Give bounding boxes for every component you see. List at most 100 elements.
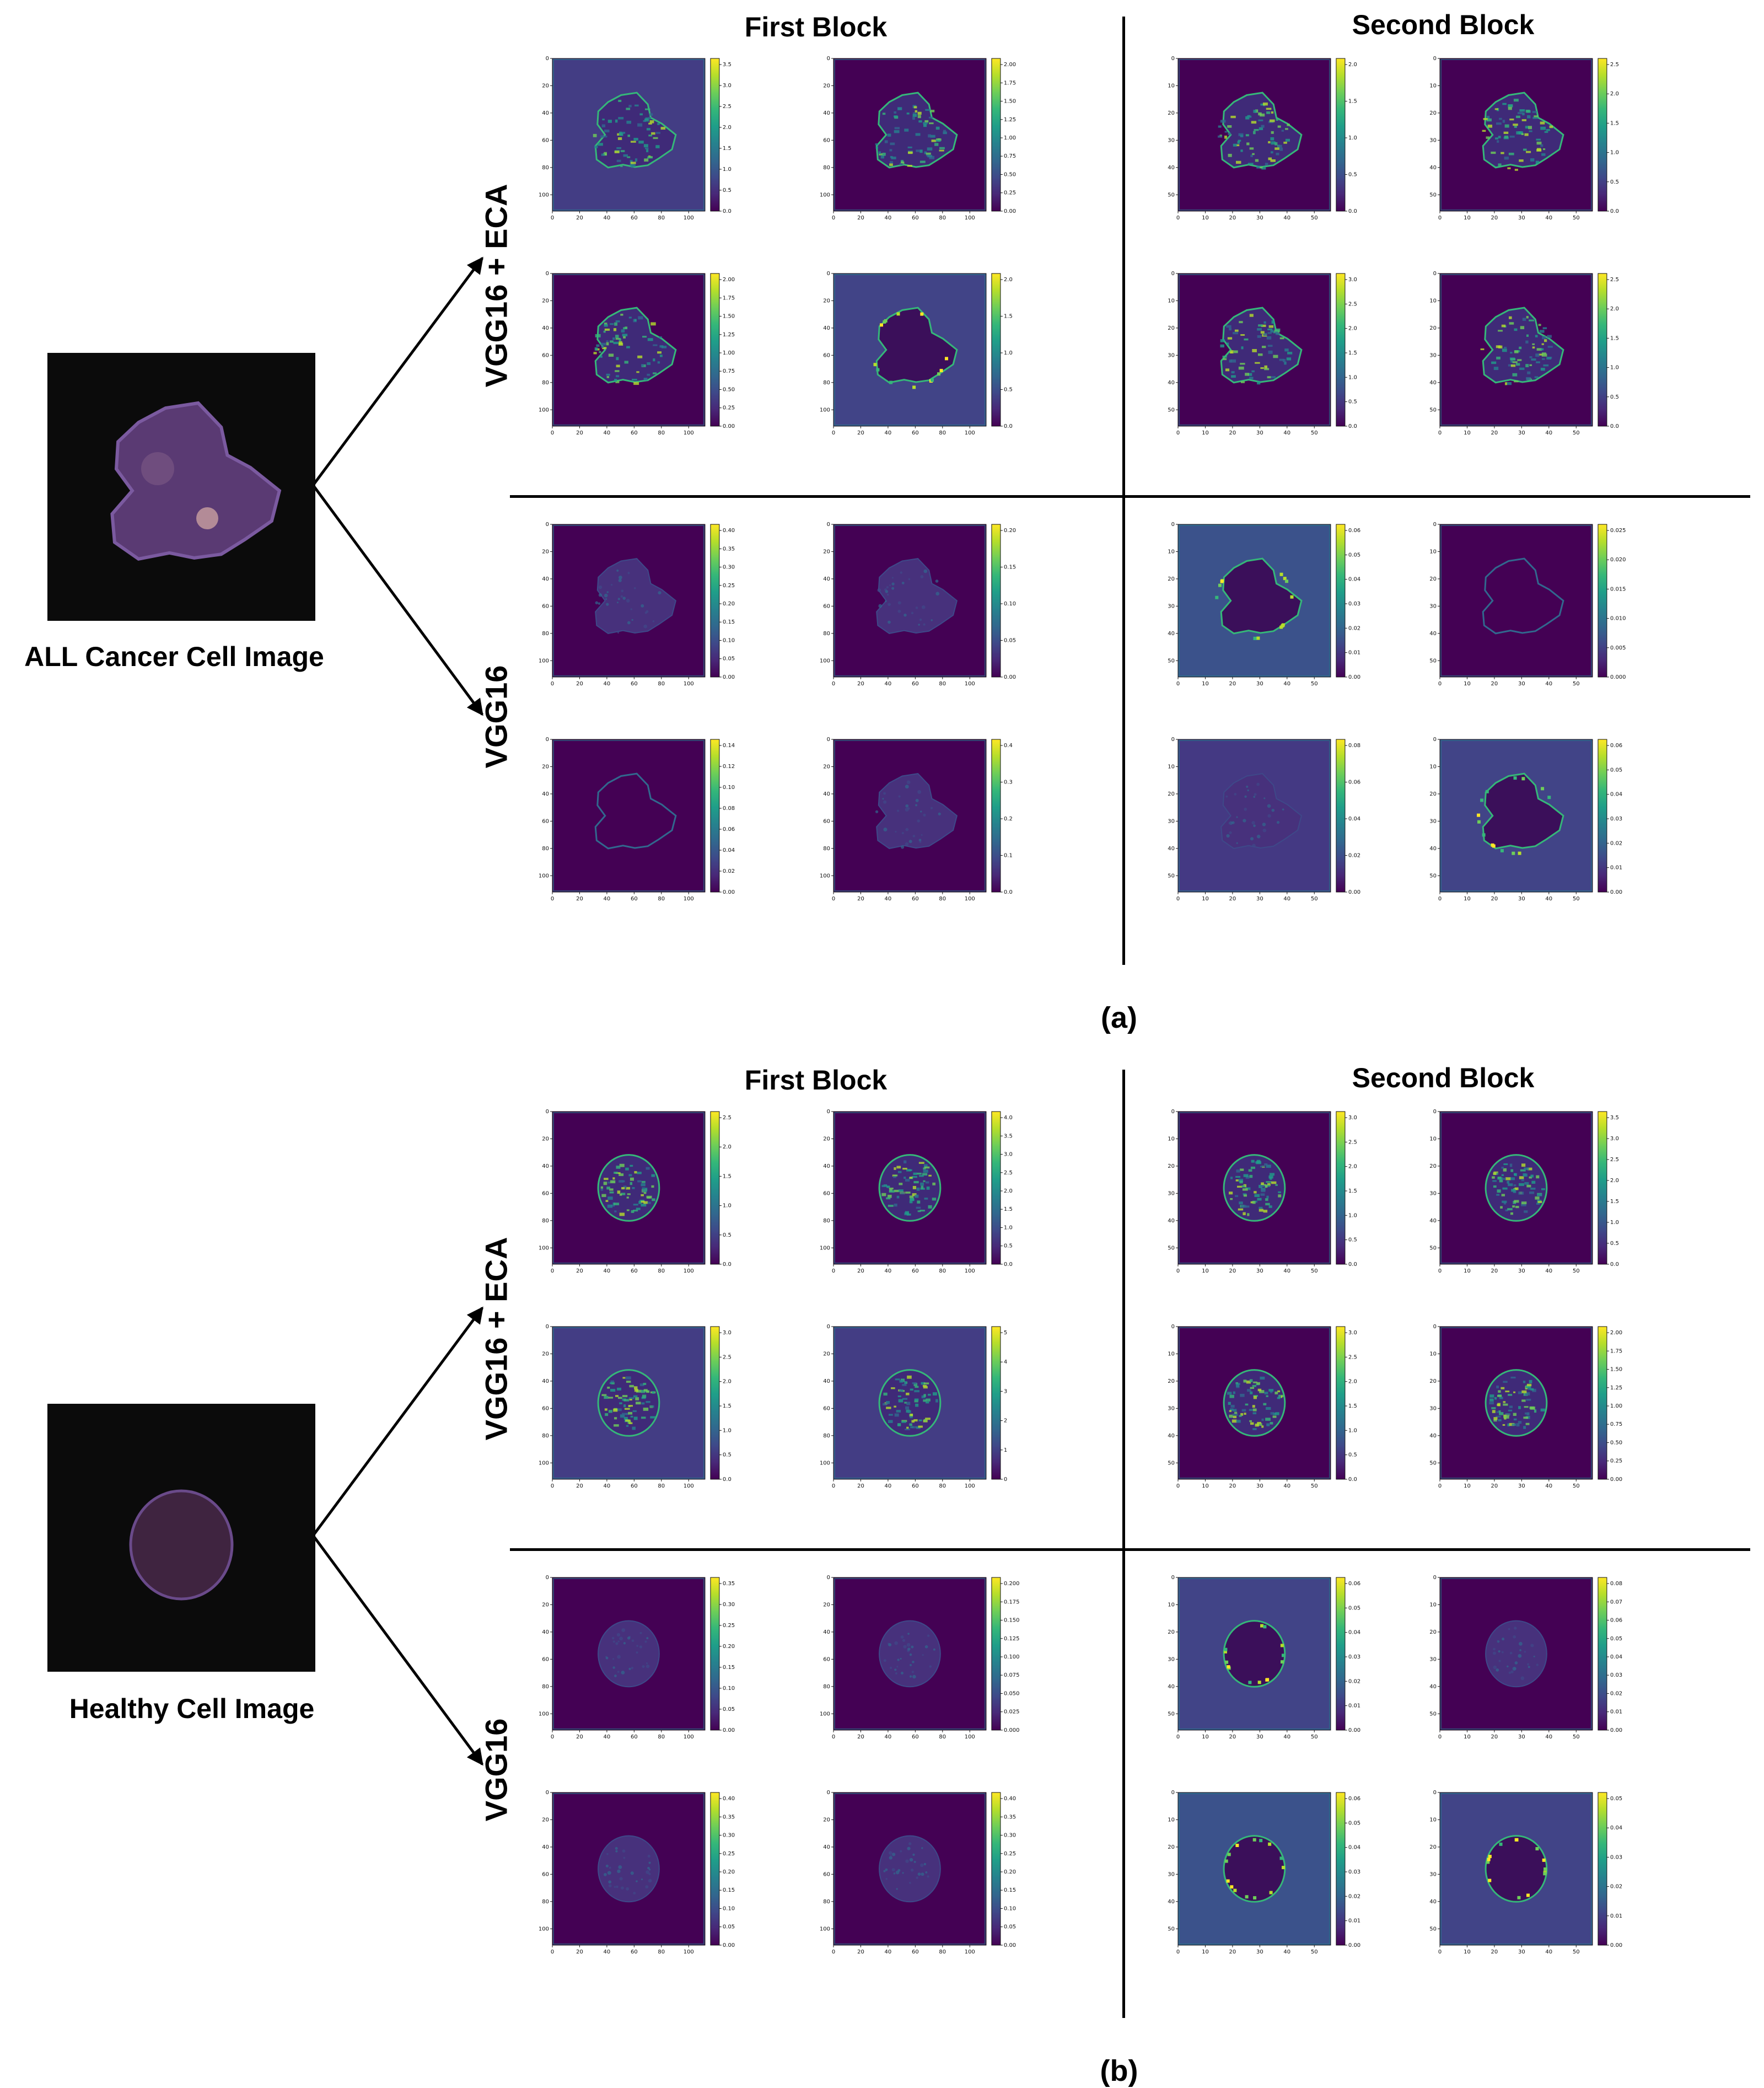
x-tick-label: 40: [1545, 681, 1552, 687]
colorbar-tick-label: 0.05: [723, 656, 735, 662]
x-tick-label: 40: [604, 215, 611, 221]
x-tick-label: 20: [1229, 430, 1236, 436]
y-tick-label: 0: [546, 1109, 549, 1115]
cell-activation: [1223, 1835, 1286, 1903]
colorbar-tick-label: 2.5: [1610, 1157, 1619, 1163]
y-tick-label: 80: [542, 846, 549, 852]
x-tick-label: 40: [885, 1734, 892, 1740]
colorbar-tick-label: 1.5: [723, 1173, 732, 1179]
colorbar-tick-label: 4: [1004, 1359, 1007, 1365]
colorbar-tick-label: 0.00: [1004, 1942, 1016, 1949]
x-tick-label: 60: [631, 1268, 638, 1274]
y-tick-label: 80: [542, 631, 549, 637]
colorbar-tick-label: 0.02: [1348, 1678, 1360, 1684]
y-tick-label: 0: [1171, 1109, 1175, 1115]
colorbar-tick-label: 2.0: [723, 1379, 732, 1385]
y-tick-label: 20: [1168, 110, 1175, 116]
colorbar: [1336, 739, 1346, 893]
colorbar-tick-label: 0.5: [1610, 394, 1619, 400]
x-tick-label: 40: [604, 1268, 611, 1274]
colorbar-tick-label: 2.0: [1610, 306, 1619, 312]
colorbar-tick-label: 0.30: [1004, 1833, 1016, 1839]
y-tick-label: 60: [823, 603, 830, 609]
y-tick-label: 10: [1168, 83, 1175, 89]
x-tick-label: 40: [1545, 1949, 1552, 1955]
y-tick-label: 20: [542, 1602, 549, 1608]
x-tick-label: 50: [1311, 1949, 1318, 1955]
colorbar-tick-label: 0.2: [1004, 816, 1013, 822]
colorbar-tick-label: 1.5: [1610, 1199, 1619, 1205]
colorbar-tick-label: 0.10: [723, 637, 735, 643]
colorbar-tick-label: 0.03: [1610, 1854, 1622, 1860]
y-tick-label: 40: [542, 110, 549, 116]
vertical-divider: [1122, 1070, 1125, 2018]
colorbar: [991, 273, 1001, 427]
colorbar-tick-label: 0.00: [723, 1727, 735, 1733]
y-tick-label: 20: [542, 83, 549, 89]
x-tick-label: 60: [631, 1734, 638, 1740]
x-tick-label: 40: [885, 896, 892, 902]
column-header-first-block: First Block: [744, 12, 888, 42]
colorbar-tick-label: 1.5: [1610, 335, 1619, 341]
colorbar-tick-label: 0.08: [1348, 743, 1360, 749]
colorbar-tick-label: 0.025: [1610, 528, 1626, 534]
y-tick-label: 100: [539, 1460, 549, 1466]
cell-activation: [1220, 307, 1303, 385]
y-tick-label: 30: [1168, 1871, 1175, 1877]
y-tick-label: 0: [1433, 737, 1437, 743]
colorbar-tick-label: 2: [1004, 1418, 1007, 1424]
y-tick-label: 80: [823, 631, 830, 637]
y-tick-label: 20: [542, 549, 549, 555]
x-tick-label: 10: [1202, 1949, 1209, 1955]
y-tick-label: 40: [1429, 380, 1437, 386]
y-tick-label: 20: [1429, 791, 1437, 797]
colorbar-tick-label: 2.0: [1348, 62, 1357, 68]
colorbar-tick-label: 0.25: [1610, 1458, 1622, 1464]
x-tick-label: 20: [1491, 1949, 1498, 1955]
x-tick-label: 0: [1438, 215, 1442, 221]
y-tick-label: 20: [823, 298, 830, 304]
y-tick-label: 60: [542, 603, 549, 609]
y-tick-label: 50: [1168, 192, 1175, 198]
colorbar-tick-label: 1.50: [1004, 99, 1016, 105]
y-tick-label: 50: [1429, 1711, 1437, 1717]
colorbar-tick-label: 2.0: [1004, 1188, 1013, 1194]
colorbar-tick-label: 1.5: [1004, 314, 1013, 320]
x-tick-label: 80: [658, 1268, 665, 1274]
x-tick-label: 40: [885, 1949, 892, 1955]
colorbar: [991, 739, 1001, 893]
x-tick-label: 100: [965, 896, 975, 902]
colorbar-tick-label: 3.0: [1348, 1115, 1357, 1121]
x-tick-label: 10: [1464, 215, 1471, 221]
y-tick-label: 20: [1168, 325, 1175, 331]
colorbar-tick-label: 0: [1004, 1477, 1007, 1483]
x-tick-label: 0: [832, 681, 835, 687]
y-tick-label: 20: [823, 1602, 830, 1608]
colorbar-tick-label: 3.0: [1348, 277, 1357, 283]
y-tick-label: 40: [1429, 1684, 1437, 1690]
row-label-vgg16-eca: VGG16 + ECA: [478, 184, 514, 388]
colorbar-tick-label: 0.02: [1610, 840, 1622, 846]
x-tick-label: 10: [1202, 896, 1209, 902]
y-tick-label: 80: [823, 1433, 830, 1439]
colorbar: [1598, 739, 1607, 893]
colorbar-tick-label: 0.01: [1348, 1703, 1360, 1709]
y-tick-label: 0: [1171, 737, 1175, 743]
row-label-vgg16: VGG16: [478, 1718, 514, 1822]
colorbar-tick-label: 0.14: [723, 743, 735, 749]
y-tick-label: 20: [1168, 1629, 1175, 1635]
colorbar: [991, 1111, 1001, 1265]
colorbar-tick-label: 0.75: [1610, 1421, 1622, 1427]
x-tick-label: 20: [857, 896, 864, 902]
